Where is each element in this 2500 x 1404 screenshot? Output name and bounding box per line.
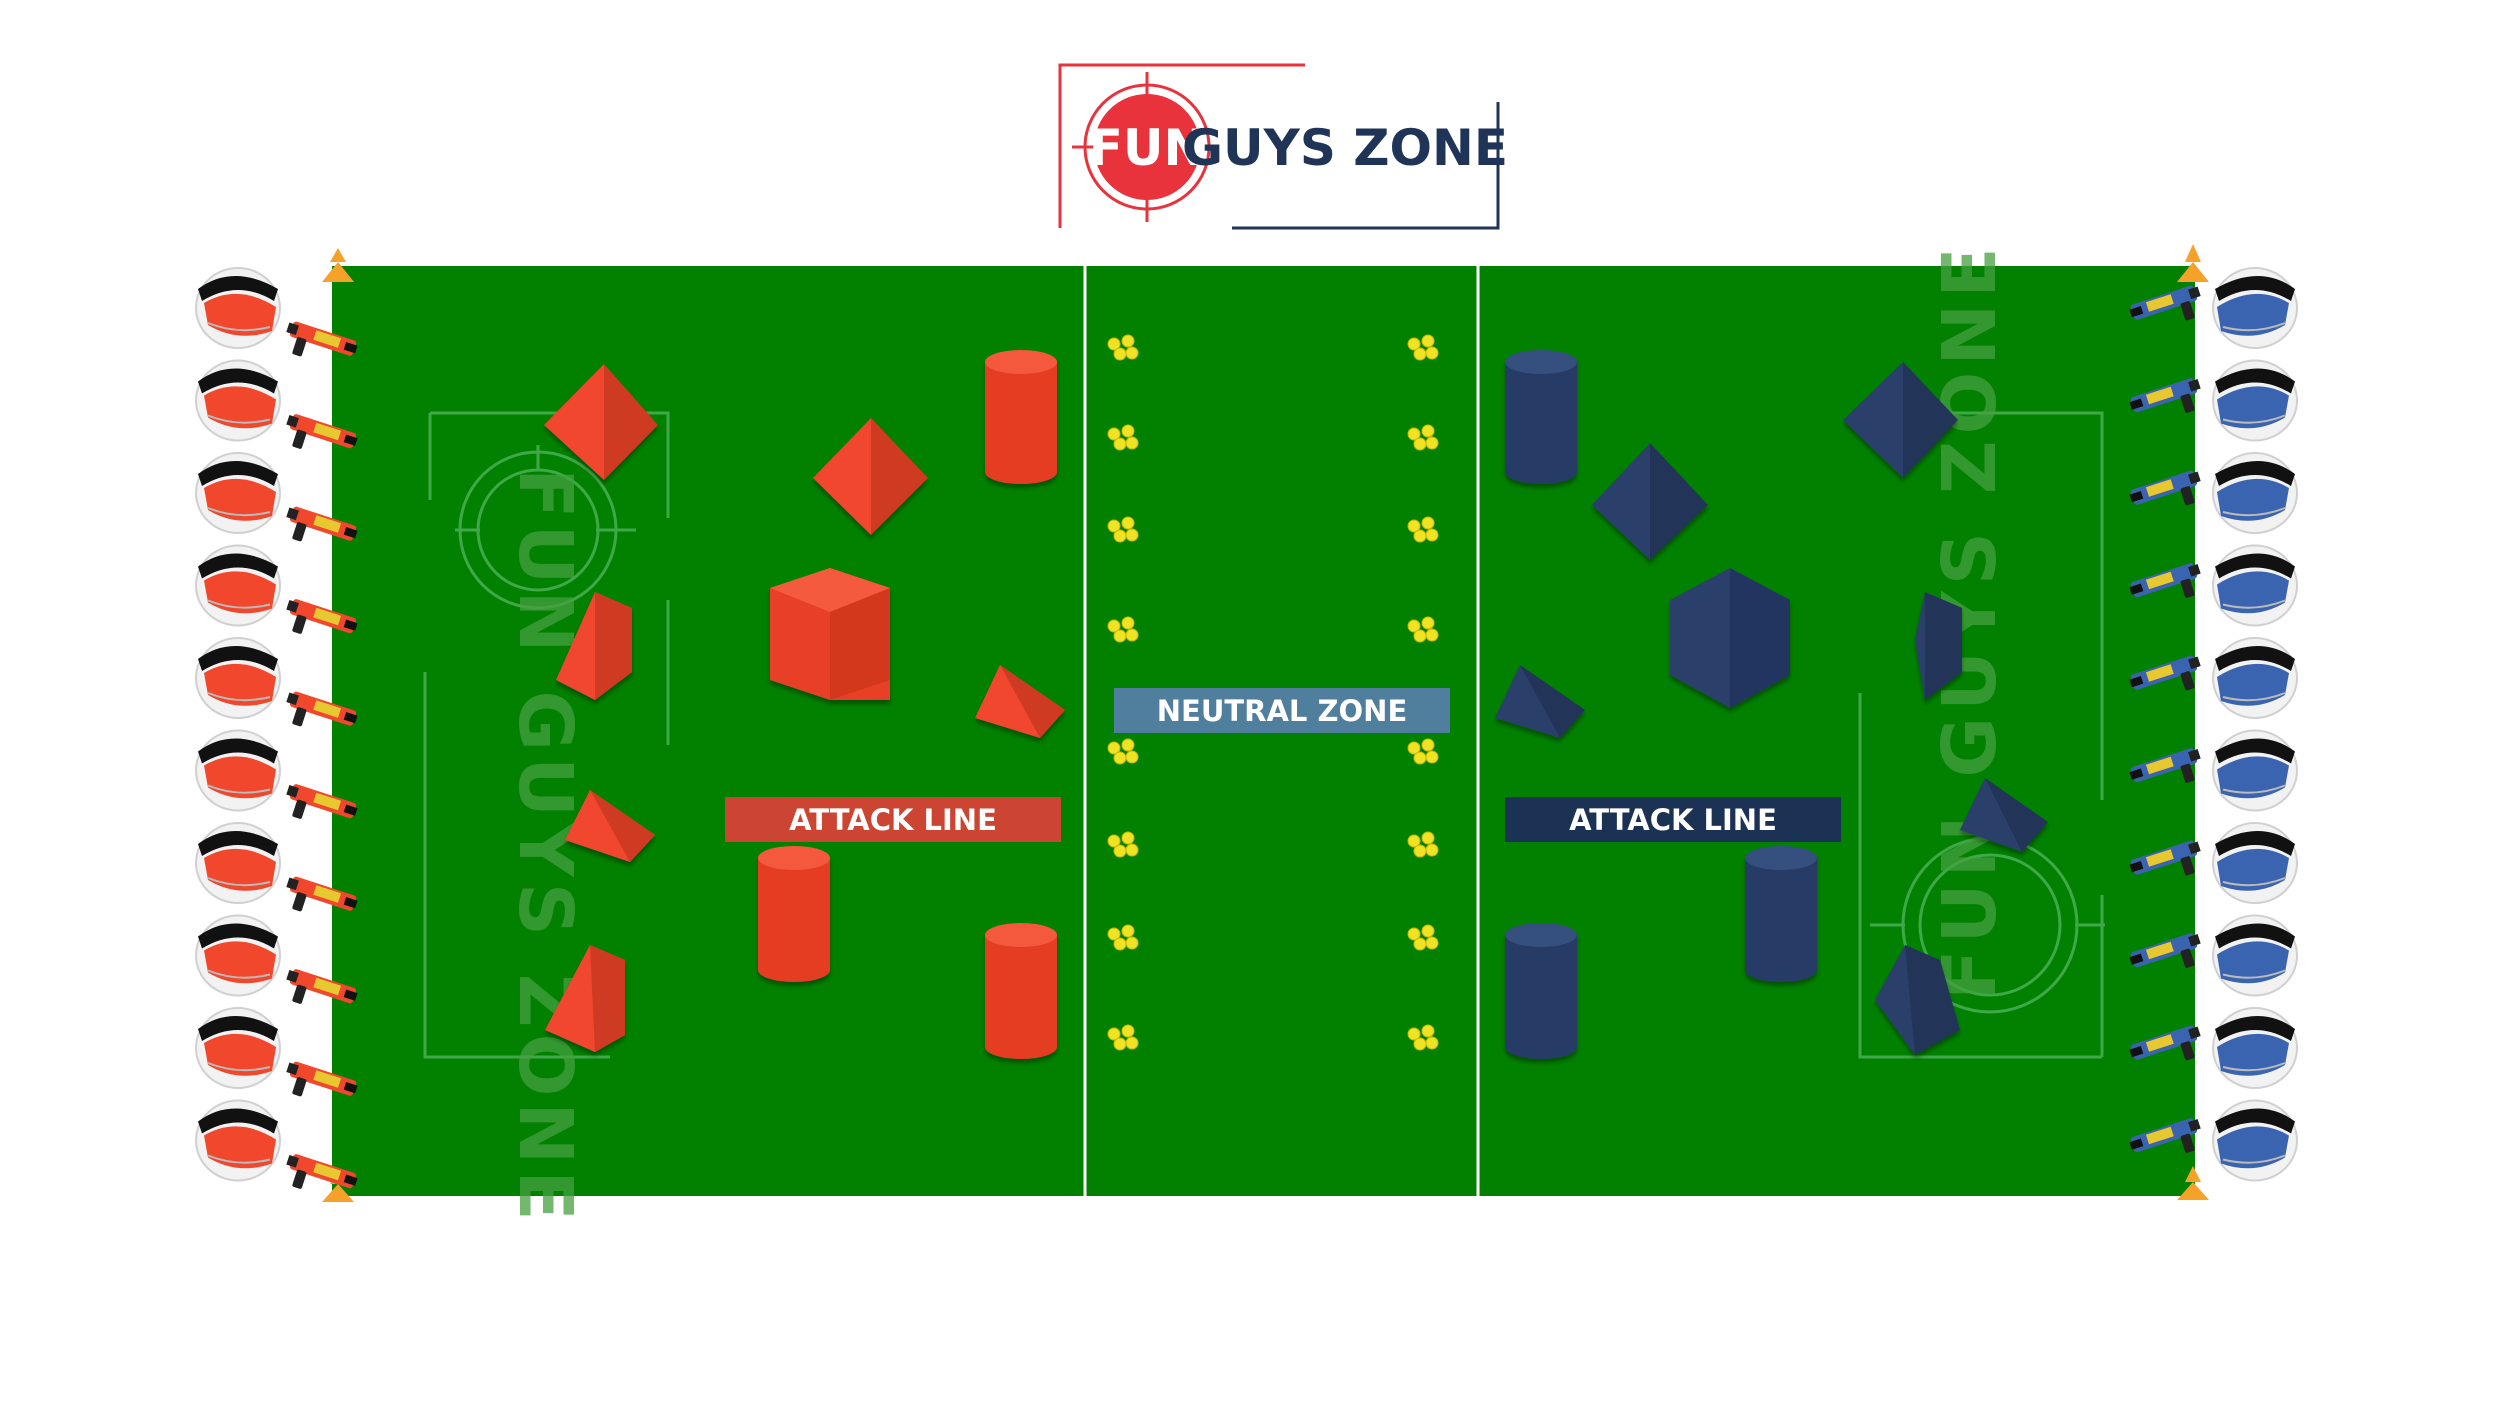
mask-icon [2212,637,2298,719]
field: FUN GUYS ZONE FUN GUYS ZONE [322,241,2209,1227]
blue-obstacles [1495,350,2048,1059]
mask-icon [2212,822,2298,904]
blaster-icon [2129,840,2201,876]
attack-line-right-label: ATTACK LINE [1569,803,1777,837]
blaster-icon [286,876,358,912]
blue-cylinder-obstacle [1745,846,1817,982]
mask-icon [195,637,281,719]
attack-line-left-label: ATTACK LINE [789,803,997,837]
blue-team-gear [2129,267,2298,1182]
mask-icon [2212,359,2298,442]
ball-cluster-icon [1107,424,1139,451]
mask-icon [195,1007,281,1089]
blaster-icon [2129,285,2201,321]
blaster-icon [286,506,358,542]
cone-icon [2177,244,2209,282]
ball-cluster-icon [1107,831,1139,858]
logo: FUN GUYS ZONE [1058,63,1508,230]
mask-icon [2212,729,2298,812]
blaster-icon [286,599,358,634]
blaster-icon [2129,748,2201,783]
mask-icon [195,267,281,349]
ball-cluster-icon [1407,334,1439,361]
logo-fun: FUN [1089,119,1206,177]
ball-cluster-icon [1407,924,1439,951]
blaster-icon [286,1061,358,1097]
blue-hexagon-obstacle [1670,568,1790,708]
field-markings-left [423,411,670,1059]
blue-wedge-obstacle [1875,945,1960,1055]
mask-icon [2212,267,2298,349]
red-cylinder-obstacle [758,846,830,982]
field-markings-right [1858,411,2105,1059]
neutral-zone-label: NEUTRAL ZONE [1157,694,1408,728]
blaster-icon [2129,655,2201,691]
blaster-icon [286,691,358,727]
mask-icon [195,452,281,534]
blaster-icon [2129,470,2201,506]
mask-icon [195,729,281,812]
ball-cluster-icon [1407,738,1439,765]
red-team-gear [195,267,358,1189]
red-pyramid-obstacle [813,418,928,535]
mask-icon [2212,452,2298,534]
blue-cylinder-obstacle [1505,923,1577,1059]
blue-cylinder-obstacle [1505,350,1577,484]
ball-cluster-icon [1107,334,1139,361]
red-cube-obstacle [770,568,890,700]
ball-cluster-icon [1107,924,1139,951]
mask-icon [2212,1099,2298,1182]
mask-icon [2212,1007,2298,1089]
attack-line-red-banner: ATTACK LINE [725,797,1061,842]
blue-wedge-obstacle [1960,778,2048,852]
cone-icon [322,248,354,282]
blaster-icon [286,1154,358,1189]
blaster-icon [2129,1118,2201,1153]
blaster-icon [2129,1025,2201,1061]
mask-icon [2212,544,2298,627]
blaster-icon [286,414,358,449]
red-wedge-obstacle [565,790,655,862]
ball-cluster-icon [1407,616,1439,643]
red-wedge-obstacle [975,665,1065,738]
blaster-icon [2129,563,2201,598]
red-wedge-obstacle [545,945,625,1052]
ball-cluster-icon [1107,738,1139,765]
cone-icon [2177,1166,2209,1200]
blue-pyramid-obstacle [1843,362,1958,478]
blaster-icon [286,969,358,1004]
watermark-left: FUN GUYS ZONE [502,468,588,1227]
ball-cluster-icon [1407,424,1439,451]
mask-icon [195,359,281,442]
logo-guys-zone: GUYS ZONE [1182,119,1508,177]
blaster-icon [286,784,358,819]
blaster-icon [286,321,358,357]
ball-cluster-icon [1107,616,1139,643]
blue-wedge-obstacle [1915,592,1962,700]
blue-wedge-obstacle [1495,665,1585,738]
mask-icon [195,914,281,997]
red-wedge-obstacle [556,592,632,700]
mask-icon [195,822,281,904]
blaster-icon [2129,933,2201,968]
ball-cluster-icon [1107,1024,1139,1051]
ball-cluster-icon [1407,831,1439,858]
ball-groups [1107,334,1439,1051]
ball-cluster-icon [1407,1024,1439,1051]
blaster-icon [2129,378,2201,413]
red-cylinder-obstacle [985,923,1057,1059]
red-obstacles [544,350,1065,1059]
mask-icon [195,544,281,627]
ball-cluster-icon [1407,516,1439,543]
red-cylinder-obstacle [985,350,1057,484]
red-pyramid-obstacle [544,364,658,480]
ball-cluster-icon [1107,516,1139,543]
mask-icon [195,1099,281,1182]
attack-line-blue-banner: ATTACK LINE [1505,797,1841,842]
neutral-zone-banner: NEUTRAL ZONE [1114,688,1450,733]
blue-pyramid-obstacle [1592,443,1708,560]
mask-icon [2212,914,2298,997]
